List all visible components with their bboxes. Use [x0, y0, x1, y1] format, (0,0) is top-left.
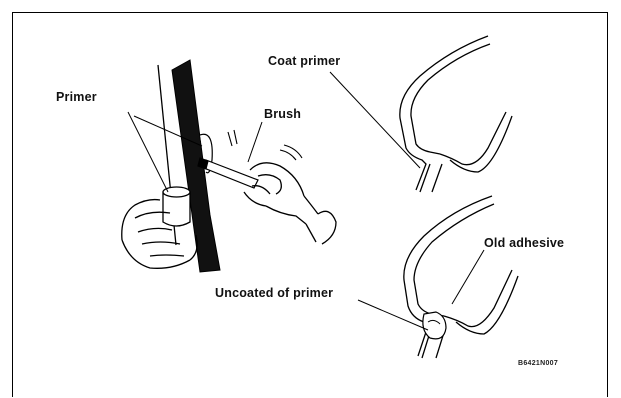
- flange-profile-top: [400, 36, 512, 192]
- flange-profile-bottom: [404, 196, 518, 358]
- primer-bottle: [163, 187, 190, 226]
- brush-label: Brush: [264, 107, 301, 121]
- old-adhesive-leader: [452, 250, 484, 304]
- old-adhesive-label: Old adhesive: [484, 236, 564, 250]
- old-adhesive-blob: [423, 312, 446, 339]
- right-hand: [244, 163, 336, 244]
- coat-primer-label: Coat primer: [268, 54, 340, 68]
- figure-code: B6421N007: [518, 360, 558, 367]
- uncoated-of-primer-label: Uncoated of primer: [215, 286, 333, 300]
- primer-label: Primer: [56, 90, 97, 104]
- coat-primer-leader: [330, 72, 420, 168]
- brush-leader: [248, 122, 262, 162]
- motion-marks: [228, 130, 302, 160]
- uncoated-leader: [358, 300, 428, 330]
